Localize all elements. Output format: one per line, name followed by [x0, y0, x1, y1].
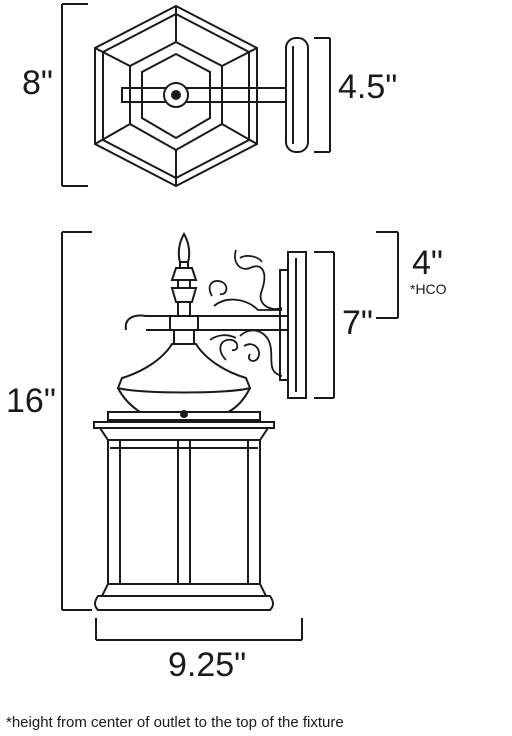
lantern-arm — [124, 314, 289, 345]
lantern-finial — [170, 232, 198, 317]
top-view-depth-label: 4.5" — [338, 68, 398, 106]
side-view-wall-plate — [279, 251, 307, 399]
top-view-width-label: 8" — [22, 64, 53, 102]
side-view — [61, 231, 399, 641]
top-view-height-bracket — [61, 3, 88, 187]
hco-bracket — [376, 231, 399, 319]
side-view-width-label: 9.25" — [168, 646, 247, 684]
hco-note: *HCO — [410, 281, 447, 297]
top-view — [61, 3, 331, 188]
scroll-bracket — [208, 249, 283, 377]
top-view-wall-plate — [285, 37, 309, 153]
lantern-top-hexagon — [94, 4, 258, 188]
top-view-arm — [121, 82, 287, 108]
top-view-depth-bracket — [314, 37, 331, 153]
side-view-height-label: 16" — [6, 382, 56, 420]
lantern-roof — [107, 343, 261, 421]
side-view-height-bracket — [61, 231, 92, 611]
backplate-bracket — [314, 251, 335, 399]
lantern-body — [93, 421, 275, 611]
hco-height-label: 4" — [412, 244, 443, 282]
side-view-width-bracket — [95, 618, 303, 641]
backplate-height-label: 7" — [342, 304, 373, 342]
footnote: *height from center of outlet to the top… — [6, 714, 344, 731]
